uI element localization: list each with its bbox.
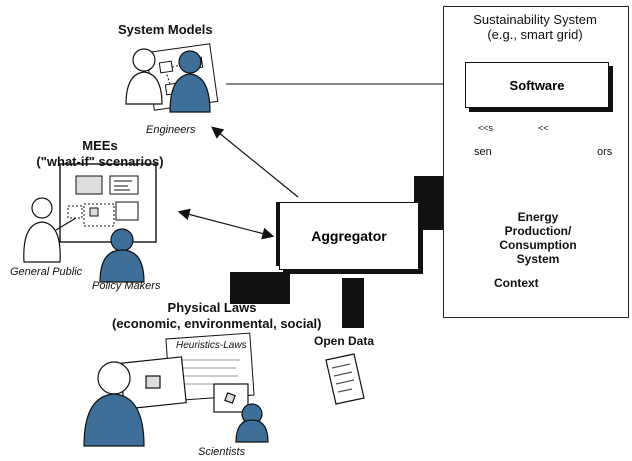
sustainability-title: Sustainability System (e.g., smart grid) (443, 12, 627, 42)
scientist-blue-small (235, 403, 269, 443)
scientist-blue-large (83, 361, 145, 447)
engineers-illustration (125, 43, 219, 113)
mees-title-line2: ("what-if" scenarios) (36, 154, 164, 169)
arrow-to-engineers (211, 126, 299, 198)
energy-line3: Consumption (499, 238, 577, 252)
mees-board (59, 163, 157, 243)
mark-physical-link (230, 272, 290, 304)
general-public-person (23, 197, 77, 263)
sustainability-system-frame (443, 6, 629, 318)
heuristics-laws-label: Heuristics-Laws (176, 340, 247, 351)
engineer-blue (169, 50, 211, 113)
sensors-label: sen (474, 146, 492, 158)
engineers-caption: Engineers (146, 124, 196, 136)
energy-line4: System (516, 252, 560, 266)
sustainability-title-line1: Sustainability System (473, 12, 597, 27)
mees-title: MEEs ("what-if" scenarios) (20, 138, 180, 170)
mees-title-line1: MEEs (82, 138, 118, 153)
engineer-white (125, 48, 163, 105)
general-public-caption: General Public (10, 266, 83, 278)
energy-system-label: Energy Production/ Consumption System (496, 210, 580, 266)
sustainability-title-line2: (e.g., smart grid) (487, 27, 583, 42)
monitor-small (213, 383, 249, 413)
actuators-label: ors (597, 146, 613, 158)
energy-line2: Production/ (504, 224, 572, 238)
arrow-mees-aggregator (177, 208, 275, 240)
stereotype-tag-right: << (538, 123, 549, 133)
stereotype-tag-left: <<s (478, 123, 494, 133)
software-label: Software (509, 77, 565, 93)
open-data-label: Open Data (314, 334, 375, 348)
scientists-illustration (83, 332, 269, 447)
context-label: Context (494, 276, 539, 290)
aggregator-box[interactable]: Aggregator (279, 202, 419, 270)
policy-maker-person (99, 228, 145, 283)
physical-laws-title: Physical Laws (economic, environmental, … (112, 300, 322, 332)
physical-laws-line2: (economic, environmental, social) (112, 316, 322, 331)
open-data-document-icon (325, 353, 365, 405)
software-box[interactable]: Software (465, 62, 609, 108)
physical-laws-line1: Physical Laws (167, 300, 257, 315)
scientists-caption: Scientists (198, 446, 246, 458)
mark-opendata-link (342, 278, 364, 328)
energy-line1: Energy (517, 210, 559, 224)
policy-makers-caption: Policy Makers (92, 280, 161, 292)
system-models-title: System Models (118, 22, 213, 37)
mees-illustration (23, 163, 157, 283)
aggregator-label: Aggregator (311, 228, 387, 244)
